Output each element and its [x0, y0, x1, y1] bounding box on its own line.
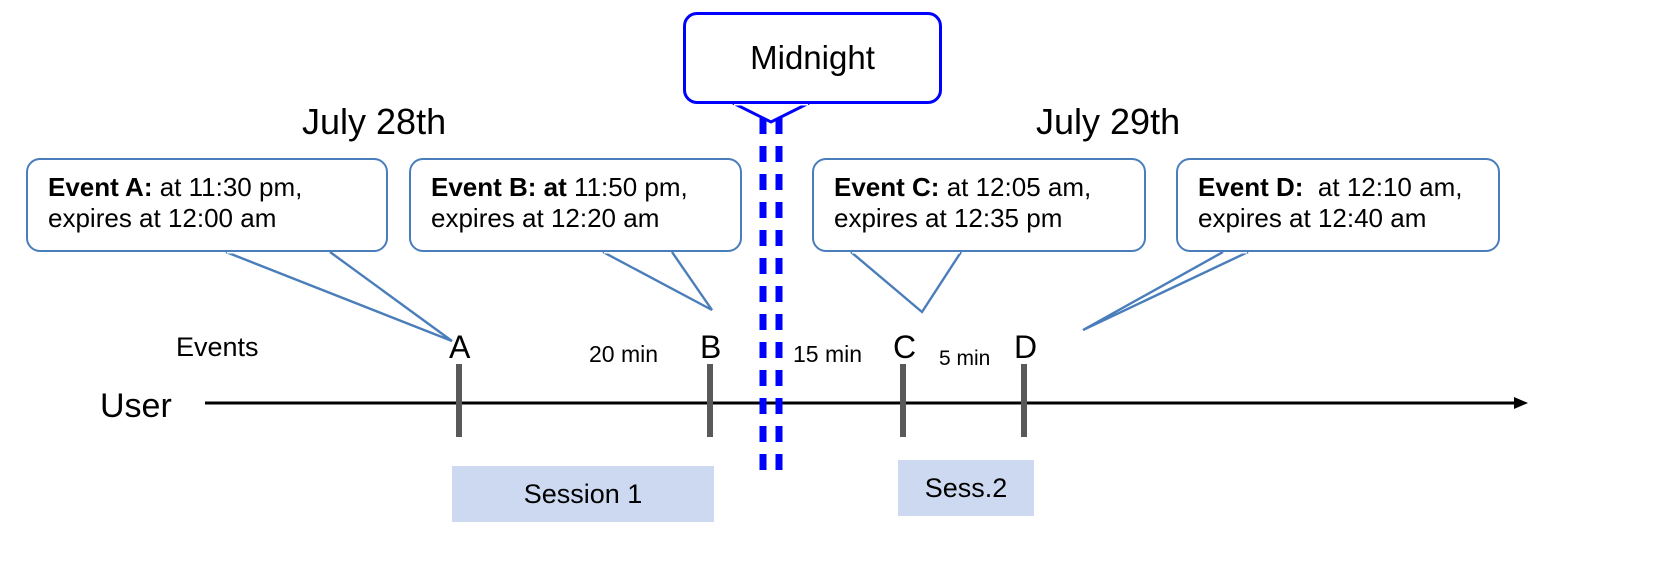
- midnight-callout: Midnight: [683, 12, 942, 104]
- callout-d-line1: Event D: at 12:10 am,: [1198, 172, 1482, 203]
- callout-d-line2: expires at 12:40 am: [1198, 203, 1427, 233]
- callout-c-line1-rest: at 12:05 am,: [939, 172, 1092, 202]
- callout-c-line2: expires at 12:35 pm: [834, 203, 1063, 233]
- marker-label-a: A: [449, 329, 471, 365]
- callout-a-line1-rest: at 11:30 pm,: [152, 172, 303, 202]
- events-row-label: Events: [176, 332, 259, 362]
- callout-b-line1-rest: 11:50 pm,: [566, 172, 688, 202]
- callout-d-line1-bold: Event D:: [1198, 172, 1304, 202]
- callout-event-a: Event A: at 11:30 pm, expires at 12:00 a…: [26, 158, 388, 252]
- callout-b-tail: [602, 250, 713, 312]
- callout-a-line1-bold: Event A:: [48, 172, 153, 202]
- user-row-label: User: [100, 387, 172, 425]
- callout-a-line1: Event A: at 11:30 pm,: [48, 172, 370, 203]
- date-label-right: July 29th: [1036, 101, 1181, 142]
- callout-a-tail: [225, 250, 453, 343]
- callout-b-line1: Event B: at 11:50 pm,: [431, 172, 724, 203]
- session-1-label: Session 1: [523, 478, 643, 509]
- marker-label-b: B: [700, 329, 722, 365]
- callout-event-b: Event B: at 11:50 pm, expires at 12:20 a…: [409, 158, 742, 252]
- midnight-callout-tail: [732, 101, 810, 124]
- date-label-left: July 28th: [302, 101, 447, 142]
- gap-label-ab: 20 min: [589, 341, 659, 367]
- callout-b-line1-bold: Event B: at: [431, 172, 567, 202]
- gap-label-bc: 15 min: [793, 341, 863, 367]
- callout-event-c: Event C: at 12:05 am, expires at 12:35 p…: [812, 158, 1146, 252]
- callout-d-line1-rest: at 12:10 am,: [1303, 172, 1463, 202]
- session-bar-1: Session 1: [452, 466, 714, 522]
- callout-d-tail: [1082, 250, 1249, 332]
- callout-c-line1-bold: Event C:: [834, 172, 940, 202]
- callout-c-tail: [850, 251, 963, 314]
- session-2-label: Sess.2: [924, 472, 1008, 503]
- callout-b-line2: expires at 12:20 am: [431, 203, 660, 233]
- callout-c-line1: Event C: at 12:05 am,: [834, 172, 1128, 203]
- callout-event-d: Event D: at 12:10 am, expires at 12:40 a…: [1176, 158, 1500, 252]
- marker-label-c: C: [893, 329, 917, 365]
- gap-label-cd: 5 min: [939, 347, 991, 370]
- midnight-label: Midnight: [750, 39, 875, 76]
- marker-label-d: D: [1014, 329, 1038, 365]
- session-bar-2: Sess.2: [898, 460, 1034, 516]
- callout-a-line2: expires at 12:00 am: [48, 203, 277, 233]
